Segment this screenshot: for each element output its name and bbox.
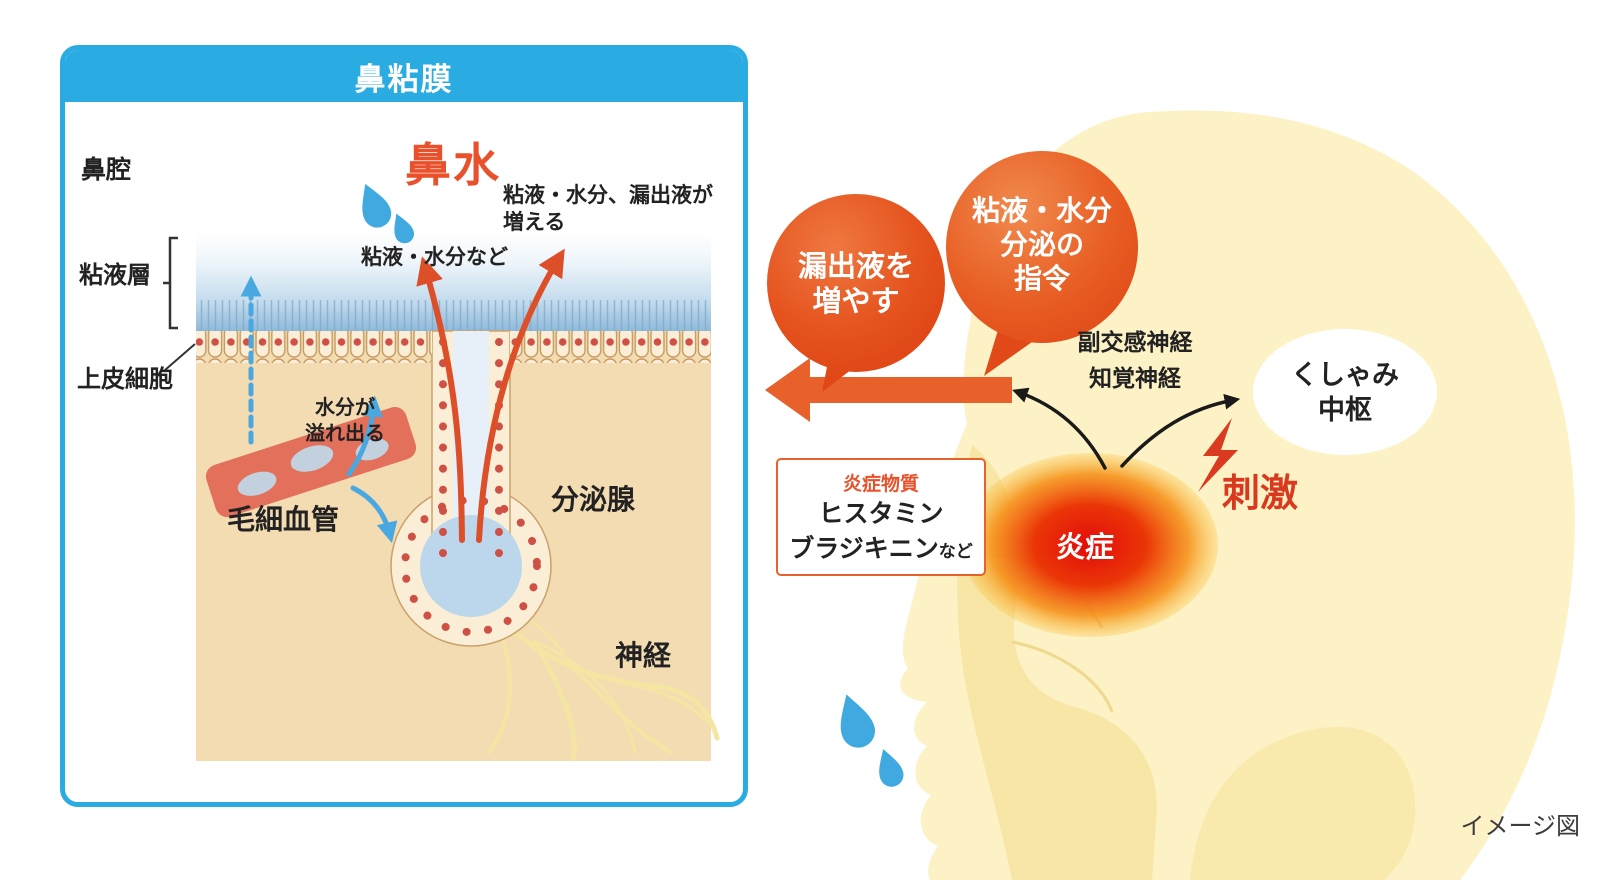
image-caption: イメージ図 xyxy=(1460,813,1580,840)
substance-suffix: など xyxy=(938,541,973,561)
face-illustration xyxy=(765,110,1575,880)
label-secretory-gland: 分泌腺 xyxy=(551,484,636,515)
inflammation-label: 炎症 xyxy=(1055,532,1114,564)
label-water-overflow-line2: 溢れ出る xyxy=(305,423,385,445)
bubble-leakage xyxy=(767,194,945,392)
label-capillary: 毛細血管 xyxy=(227,504,340,535)
bubble-leakage-line1: 漏出液を xyxy=(797,251,914,283)
label-parasympathetic-nerve: 副交感神経 xyxy=(1077,329,1193,355)
sneeze-center-line1: くしゃみ xyxy=(1291,360,1399,390)
sneeze-center-line2: 中枢 xyxy=(1318,395,1372,426)
panel-body: 鼻腔 粘液層 上皮細胞 鼻水 粘液・水分、漏出液が 増える 粘液・水分など 水分… xyxy=(65,102,743,802)
epithelial-pointer-line xyxy=(164,343,196,371)
substances-box: 炎症物質 ヒスタミン ブラジキニンなど xyxy=(776,458,986,576)
sneeze-center-label: くしゃみ 中枢 xyxy=(1255,358,1435,428)
bubble-secretion-text: 粘液・水分 分泌の 指令 xyxy=(942,194,1142,296)
substance-bradykinin: ブラジキニンなど xyxy=(789,534,973,565)
lightning-bolt-icon xyxy=(1198,418,1238,492)
label-mucus-water: 粘液・水分など xyxy=(361,246,508,269)
label-mucus-layer: 粘液層 xyxy=(79,262,151,289)
label-fluid-increase-line2: 増える xyxy=(503,211,566,235)
gland-shape xyxy=(390,330,552,647)
cilia-hatch xyxy=(196,300,711,331)
water-drop-icon xyxy=(840,694,904,787)
label-water-overflow: 水分が 溢れ出る xyxy=(287,395,403,447)
label-fluid-increase: 粘液・水分、漏出液が 増える xyxy=(503,182,713,237)
label-fluid-increase-line1: 粘液・水分、漏出液が xyxy=(503,184,713,207)
label-sensory-nerve: 知覚神経 xyxy=(1089,365,1181,391)
red-secretion-arrows xyxy=(416,248,565,543)
label-nerve: 神経 xyxy=(615,640,672,671)
nerve-arrow-right xyxy=(1120,393,1241,468)
runny-nose-title: 鼻水 xyxy=(405,139,501,191)
mucus-layer-bracket xyxy=(163,236,178,330)
nerve-arrow-left xyxy=(1012,387,1107,470)
panel-title: 鼻粘膜 xyxy=(65,50,743,102)
epithelial-cell-row xyxy=(196,331,711,363)
bubble-secretion-line1: 粘液・水分 xyxy=(971,195,1112,226)
bubble-leakage-line2: 増やす xyxy=(812,286,900,319)
bubble-leakage-text: 漏出液を 増やす xyxy=(756,250,956,321)
stimulus-label: 刺激 xyxy=(1221,473,1298,515)
label-nasal-cavity: 鼻腔 xyxy=(81,156,132,184)
substance-histamine: ヒスタミン xyxy=(818,500,944,529)
inflammation-blob xyxy=(962,453,1218,637)
bubble-secretion xyxy=(946,151,1138,376)
blue-water-arrows xyxy=(240,275,398,544)
nerve-fibers xyxy=(487,610,720,761)
big-left-arrow xyxy=(765,358,1012,422)
label-water-overflow-line1: 水分が xyxy=(315,397,375,419)
sneeze-center-ellipse xyxy=(1253,329,1437,455)
capillary-shape xyxy=(205,406,417,518)
substance-bradykinin-name: ブラジキニン xyxy=(789,534,939,563)
water-drop-icon xyxy=(362,183,414,244)
nasal-mucosa-panel: 鼻粘膜 xyxy=(60,45,748,807)
bubble-secretion-line3: 指令 xyxy=(1013,263,1070,295)
mucosa-cross-section-illustration xyxy=(163,183,720,761)
nerve-pathway-arrows xyxy=(1012,387,1241,470)
substances-title: 炎症物質 xyxy=(842,474,919,496)
label-epithelial-cells: 上皮細胞 xyxy=(77,366,173,393)
bubble-secretion-line2: 分泌の xyxy=(999,229,1084,261)
